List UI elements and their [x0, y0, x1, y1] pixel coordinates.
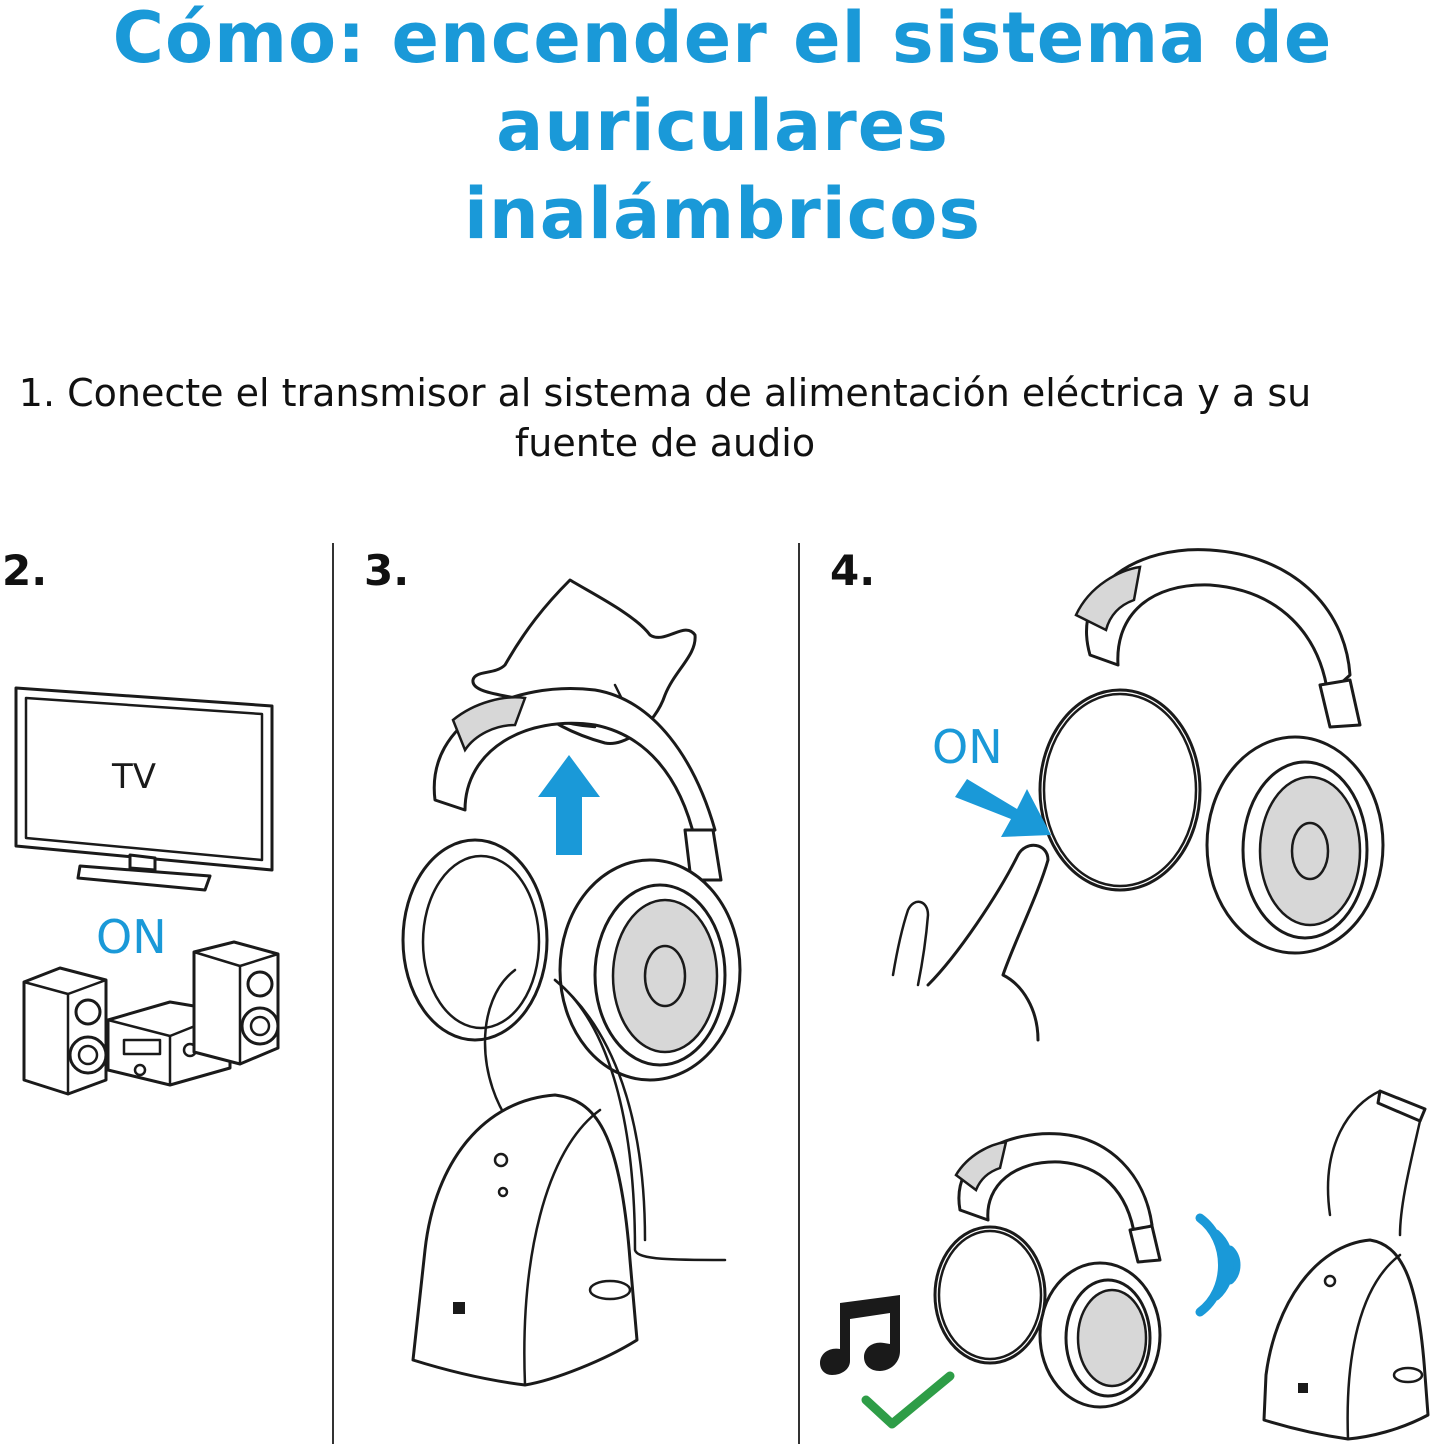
step-1-instruction: 1. Conecte el transmisor al sistema de a… [0, 368, 1330, 468]
headphones-icon [401, 687, 742, 1082]
panel-divider-right [798, 543, 800, 1444]
title-line-1: Cómo: encender el sistema de [112, 0, 1333, 79]
arrow-press-icon [955, 779, 1051, 837]
tv-icon [14, 686, 274, 892]
transmitter-base-icon [411, 968, 727, 1387]
headphones-icon-small [933, 1132, 1162, 1409]
pointing-hand-icon [891, 844, 1050, 1042]
step-3-number: 3. [364, 546, 410, 595]
wireless-signal-icon [1195, 1213, 1241, 1317]
arrow-up-icon [538, 755, 600, 855]
headphones-icon-large [1038, 548, 1385, 955]
step-1-line-2: fuente de audio [514, 421, 816, 465]
headphones-on-label: ON [932, 720, 1003, 774]
stereo-on-label: ON [96, 910, 167, 964]
transmitter-base-small-icon [1262, 1089, 1430, 1441]
tv-label: TV [112, 757, 157, 797]
stereo-system-icon [22, 940, 280, 1096]
checkmark-icon [861, 1371, 955, 1429]
panel-divider-left [332, 543, 334, 1444]
title-line-3: inalámbricos [463, 173, 982, 255]
title-line-2: auriculares [496, 85, 949, 167]
page-title: Cómo: encender el sistema de auriculares… [0, 0, 1445, 258]
step-4-number: 4. [830, 546, 876, 595]
step-1-line-1: 1. Conecte el transmisor al sistema de a… [18, 371, 1312, 415]
music-note-icon [820, 1295, 900, 1375]
step-2-number: 2. [2, 546, 48, 595]
